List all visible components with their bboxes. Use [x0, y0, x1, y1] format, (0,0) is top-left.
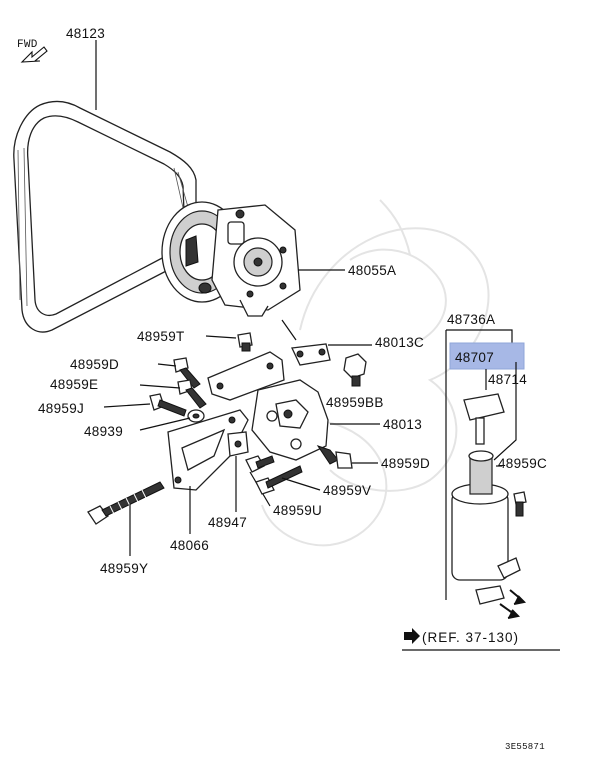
bolt-48959C: [513, 491, 527, 517]
part-label-48959U: 48959U: [273, 503, 322, 518]
bolt-48959V: [255, 465, 303, 495]
leader-48959E: [139, 384, 181, 389]
fwd-label: FWD: [17, 39, 38, 51]
reference-link[interactable]: (REF. 37-130): [402, 628, 560, 651]
bolt-48959E: [177, 379, 207, 409]
leader-48013C-pump: [281, 319, 297, 341]
diagram-code: 3E55871: [505, 742, 545, 752]
bolt-48959D-upper: [173, 357, 201, 389]
leader-48959D-upper: [157, 363, 177, 367]
highlight-48707: [449, 342, 525, 370]
leader-48714: [493, 362, 517, 461]
upper-bracket: [207, 351, 285, 401]
power-steering-pump: [161, 201, 301, 317]
part-label-48959J: 48959J: [38, 401, 84, 416]
lower-bracket-48066: [167, 409, 249, 491]
part-label-48947: 48947: [208, 515, 247, 530]
part-label-48959V: 48959V: [323, 483, 371, 498]
cap-48714: [463, 393, 505, 445]
leader-48959J: [103, 403, 151, 408]
washer-48939: [187, 409, 205, 423]
long-bolt-48959Y: [87, 481, 165, 525]
leader-48959V: [281, 477, 321, 491]
part-label-48055A: 48055A: [348, 263, 396, 278]
part-label-48959C: 48959C: [498, 456, 547, 471]
leader-48959T: [205, 335, 237, 339]
part-label-48123: 48123: [66, 26, 105, 41]
bolt-48959U: [245, 455, 275, 473]
arrow-right-icon: [404, 628, 420, 644]
part-label-48066: 48066: [170, 538, 209, 553]
part-label-48959T: 48959T: [137, 329, 185, 344]
part-label-48959D-upper: 48959D: [70, 357, 119, 372]
bracket-48013C: [291, 343, 331, 366]
part-label-48714: 48714: [488, 372, 527, 387]
drive-belt: [13, 100, 198, 333]
part-label-48959BB: 48959BB: [326, 395, 384, 410]
part-label-48013C: 48013C: [375, 335, 424, 350]
part-label-48959D-lower: 48959D: [381, 456, 430, 471]
part-label-48959Y: 48959Y: [100, 561, 148, 576]
bolt-48959J: [149, 393, 187, 417]
part-label-48736A: 48736A: [447, 312, 495, 327]
spacer-48947: [227, 431, 249, 457]
part-label-48707[interactable]: 48707: [455, 350, 494, 365]
part-label-48959E: 48959E: [50, 377, 98, 392]
fwd-arrow-icon: [20, 46, 48, 63]
bolt-48959D-lower: [316, 445, 353, 469]
part-label-48013: 48013: [383, 417, 422, 432]
nut-48959BB: [343, 353, 367, 387]
main-bracket-48013: [251, 379, 329, 461]
fwd-indicator: FWD: [17, 39, 48, 63]
bolt-48959T: [237, 332, 253, 352]
ref-label: (REF. 37-130): [422, 630, 519, 645]
reservoir-assembly: [451, 450, 527, 619]
leader-48939: [139, 417, 191, 431]
part-label-48939: 48939: [84, 424, 123, 439]
